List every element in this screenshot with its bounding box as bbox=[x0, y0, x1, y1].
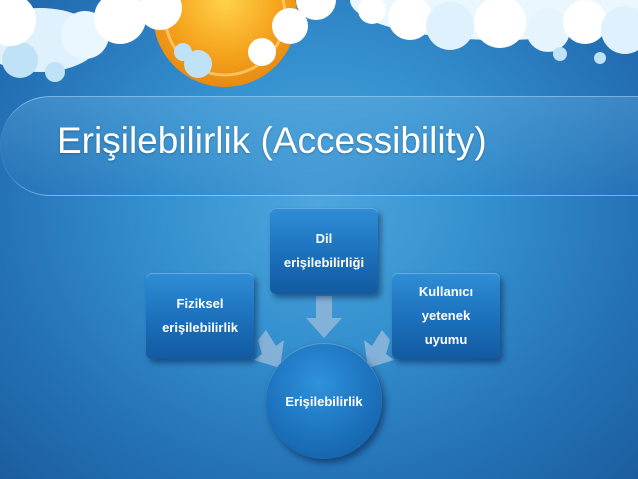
slide-title: Erişilebilirlik (Accessibility) bbox=[57, 120, 487, 161]
node-center: Erişilebilirlik bbox=[266, 343, 382, 459]
node-dil-line-2: erişilebilirliği bbox=[283, 255, 365, 270]
node-kullanici-line-3: uyumu bbox=[424, 332, 468, 347]
cloud-center-icon bbox=[174, 0, 336, 78]
node-fiziksel-line-2: erişilebilirlik bbox=[162, 320, 238, 335]
node-dil: Dil erişilebilirliği bbox=[270, 208, 378, 294]
cloud-right-icon bbox=[350, 0, 638, 64]
title-band bbox=[0, 96, 638, 196]
node-dil-line-1: Dil bbox=[315, 231, 333, 246]
node-center-label: Erişilebilirlik bbox=[285, 393, 363, 409]
node-fiziksel-line-1: Fiziksel bbox=[176, 296, 224, 311]
node-fiziksel: Fiziksel erişilebilirlik bbox=[146, 273, 254, 359]
node-kullanici: Kullanıcı yetenek uyumu bbox=[392, 273, 500, 359]
node-kullanici-line-1: Kullanıcı bbox=[418, 284, 474, 299]
node-kullanici-line-2: yetenek bbox=[421, 308, 471, 323]
cloud-left-icon bbox=[0, 0, 182, 82]
